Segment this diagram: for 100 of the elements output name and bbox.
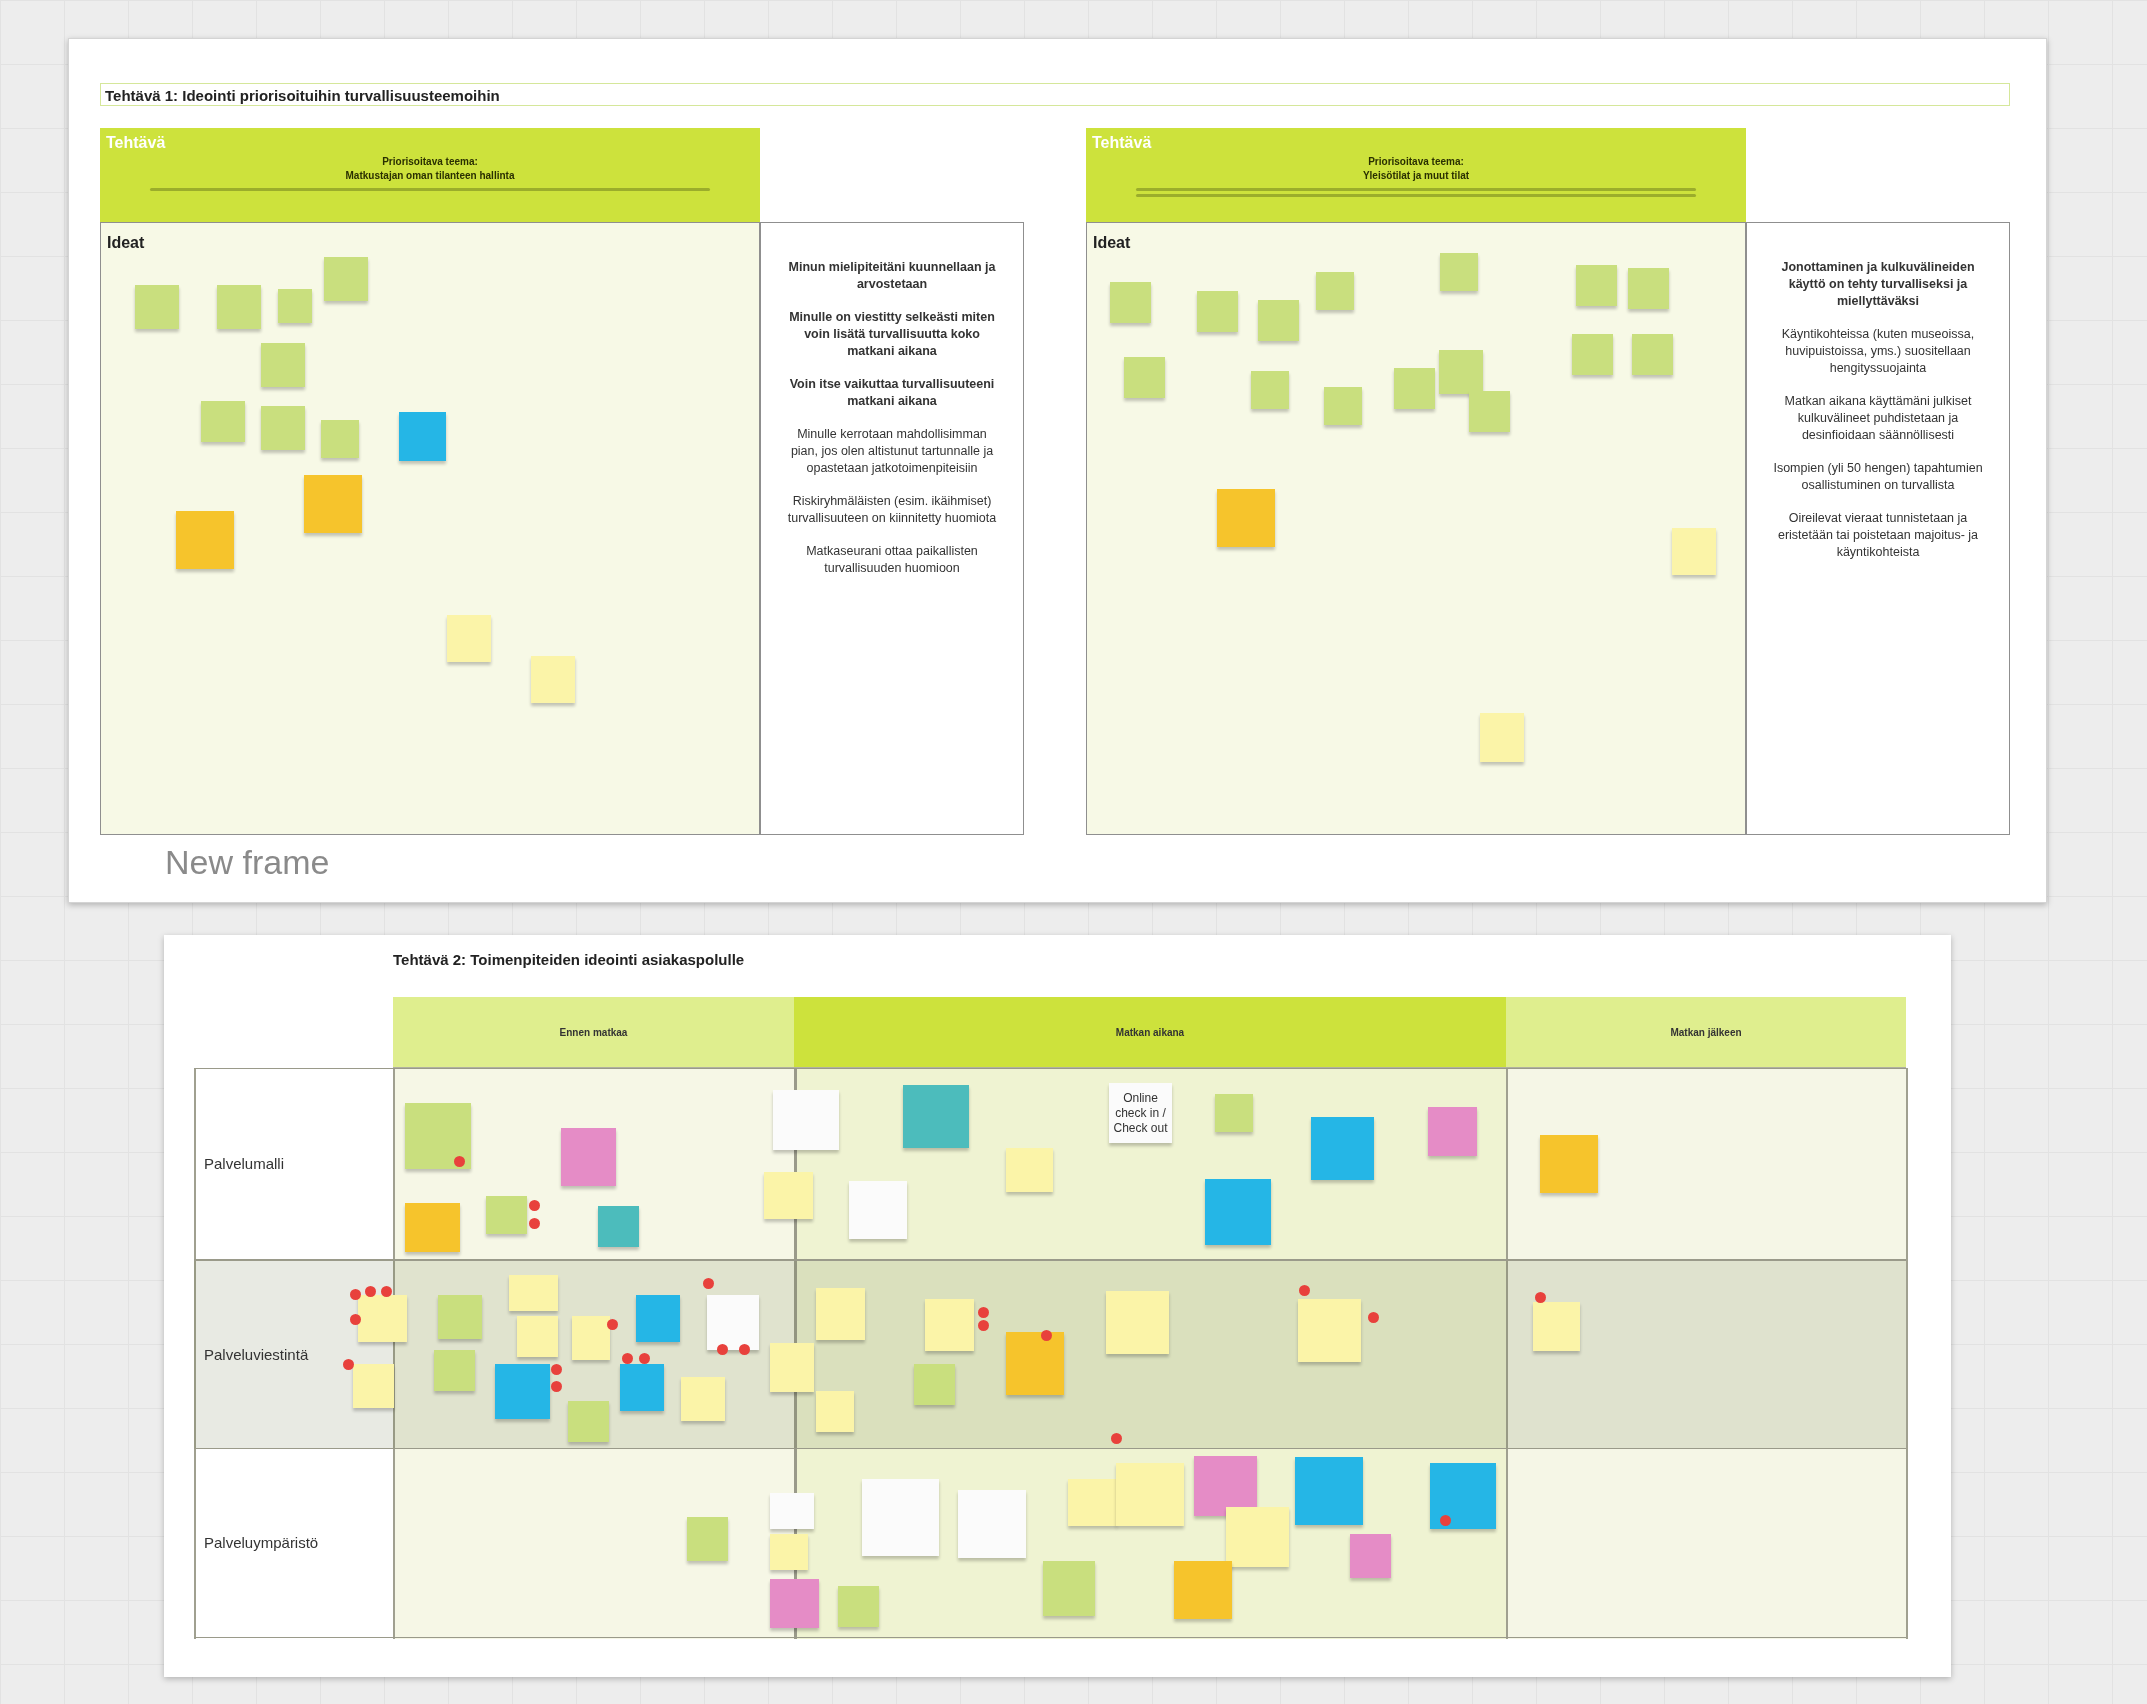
task-header [1086, 128, 1746, 222]
sticky-note [1469, 391, 1510, 432]
task-label: Tehtävä [106, 133, 166, 153]
sticky-note [1324, 387, 1362, 425]
sticky-note [903, 1085, 969, 1148]
sticky-note [1311, 1117, 1374, 1180]
sticky-note [1572, 334, 1613, 375]
theme-statement: Matkan aikana käyttämäni julkiset kulkuvälineet puhdistetaan ja desinfioidaan säännöllisesti [1783, 393, 1973, 444]
sticky-note [304, 475, 362, 533]
theme-statement: Oireilevat vieraat tunnistetaan ja eristetään tai poistetaan majoitus- ja käyntikohteista [1776, 510, 1980, 561]
sticky-note [358, 1295, 407, 1342]
frame-label: New frame [165, 842, 330, 883]
sticky-note [531, 656, 575, 703]
theme-text: Yleisötilat ja muut tilat [1362, 170, 1470, 182]
frame-card [164, 935, 1951, 1677]
sticky-note [1174, 1561, 1232, 1619]
sticky-note [838, 1586, 879, 1627]
sticky-note [770, 1579, 819, 1628]
row-label: Palveluympäristö [204, 1532, 319, 1553]
task-label: Tehtävä [1092, 133, 1152, 153]
sticky-note [1006, 1148, 1053, 1192]
sticky-note [1068, 1479, 1117, 1526]
sticky-note [1430, 1463, 1496, 1529]
sticky-note [770, 1343, 814, 1392]
column-header [393, 997, 794, 1068]
sticky-note [324, 257, 368, 301]
theme-statement: Käyntikohteissa (kuten museoissa, huvipuistoissa, yms.) suositellaan hengityssuojainta [1780, 326, 1976, 377]
sticky-note [1116, 1463, 1184, 1526]
theme-panel [1746, 222, 2010, 835]
note-text: Online check in / Check out [1112, 1090, 1169, 1136]
sticky-note [862, 1479, 939, 1556]
theme-text: Priorisoitava teema: [382, 156, 478, 168]
sticky-note [1043, 1561, 1095, 1616]
sticky-note [278, 289, 312, 323]
theme-statement: Minulle on viestitty selkeästi miten voin lisätä turvallisuutta koko matkani aikana [788, 309, 996, 360]
theme-statement: Minulle kerrotaan mahdollisimman pian, jos olen altistunut tartunnalle ja opastetaan jatkotoimenpiteisiin [789, 426, 995, 477]
sticky-note [509, 1275, 558, 1311]
sticky-note [1110, 282, 1151, 323]
sticky-note [1439, 350, 1483, 394]
sticky-note [1576, 265, 1617, 306]
sticky-note [261, 343, 305, 387]
area-label: Ideat [107, 233, 145, 253]
column-title: Ennen matkaa [558, 1025, 629, 1040]
theme-statement: Matkaseurani ottaa paikallisten turvallisuuden huomioon [805, 543, 979, 577]
sticky-note [176, 511, 234, 569]
sticky-note [1295, 1457, 1363, 1525]
sticky-note [1215, 1094, 1253, 1132]
theme-statement: Voin itse vaikuttaa turvallisuuteeni matkani aikana [788, 376, 996, 410]
sticky-note [434, 1350, 475, 1391]
heading: Tehtävä 2: Toimenpiteiden ideointi asiakaspolulle [393, 950, 745, 970]
sticky-note [1124, 357, 1165, 398]
ideas-area [100, 222, 760, 835]
theme-statement: Isompien (yli 50 hengen) tapahtumien osallistuminen on turvallista [1772, 460, 1984, 494]
heading: Tehtävä 1: Ideointi priorisoituihin turvallisuusteemoihin [105, 86, 500, 106]
sticky-note [568, 1401, 609, 1442]
sticky-note [1197, 291, 1238, 332]
sticky-note [1480, 713, 1524, 762]
sticky-note [405, 1203, 460, 1252]
sticky-note [1106, 1291, 1169, 1354]
theme-statement: Minun mielipiteitäni kuunnellaan ja arvostetaan [787, 259, 997, 293]
sticky-note [681, 1377, 725, 1421]
column-title: Matkan aikana [1114, 1025, 1186, 1040]
sticky-note [201, 401, 245, 442]
sticky-note [925, 1299, 974, 1351]
title-bar [100, 83, 2010, 106]
frame-card [68, 38, 2047, 903]
swimlane-row [194, 1260, 1906, 1449]
sticky-note [687, 1517, 728, 1561]
sticky-note [1632, 334, 1673, 375]
sticky-note [816, 1391, 854, 1432]
sticky-note [1258, 300, 1299, 341]
area-label: Ideat [1093, 233, 1131, 253]
sticky-note [261, 406, 305, 450]
column-title: Matkan jälkeen [1669, 1025, 1743, 1040]
sticky-note [1251, 371, 1289, 409]
sticky-note [486, 1196, 527, 1234]
sticky-note [495, 1364, 550, 1419]
sticky-note [405, 1103, 471, 1169]
sticky-note [1350, 1534, 1391, 1578]
sticky-note [447, 615, 491, 662]
sticky-note [707, 1295, 759, 1350]
sticky-note [958, 1490, 1026, 1558]
column-header [1506, 997, 1906, 1068]
sticky-note [1226, 1507, 1289, 1567]
sticky-note [620, 1364, 664, 1411]
ideas-area [1086, 222, 1746, 835]
row-label: Palveluviestintä [204, 1344, 309, 1365]
sticky-note [636, 1295, 680, 1342]
sticky-note [1533, 1302, 1580, 1351]
sticky-note [816, 1288, 865, 1340]
sticky-note [1217, 489, 1275, 547]
sticky-note [849, 1181, 907, 1239]
task-header [100, 128, 760, 222]
sticky-note [572, 1316, 610, 1360]
swimlane-row [194, 1068, 1906, 1260]
sticky-note [598, 1206, 639, 1247]
sticky-note [1440, 253, 1478, 291]
sticky-note [321, 420, 359, 458]
sticky-note [1298, 1299, 1361, 1362]
sticky-note [1394, 368, 1435, 409]
